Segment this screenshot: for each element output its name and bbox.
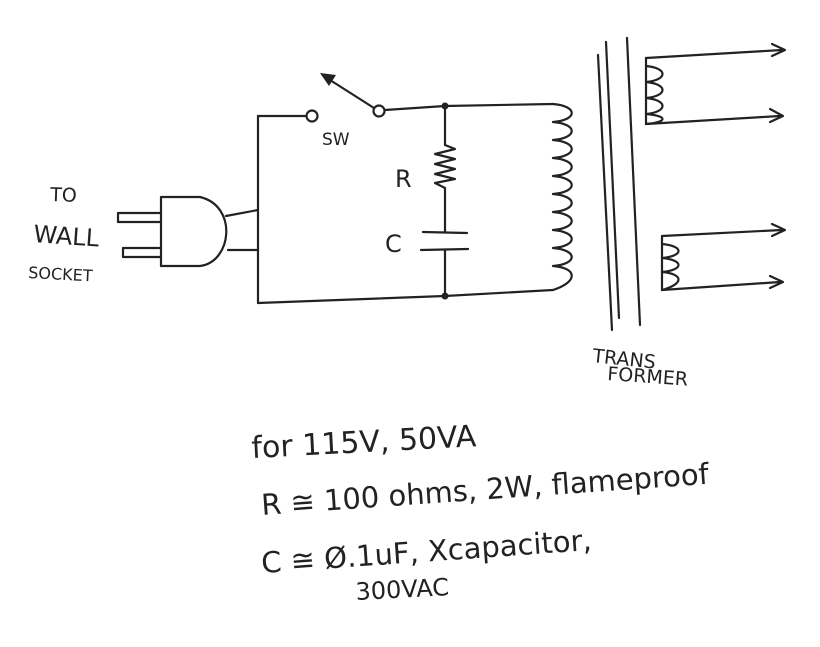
plug-label-line-2: WALL	[33, 220, 101, 253]
transformer-label-line-2: FORMER	[607, 363, 689, 391]
note-line-2: R ≅ 100 ohms, 2W, flameproof	[260, 457, 711, 522]
note-line-1: for 115V, 50VA	[251, 419, 478, 466]
resistor-label: R	[395, 165, 412, 193]
note-line-4: 300VAC	[355, 573, 450, 606]
switch-symbol	[305, 73, 386, 123]
junction-dots	[441, 102, 449, 300]
capacitor-label: C	[385, 230, 402, 258]
resistor-symbol	[433, 143, 457, 190]
capacitor-symbol	[419, 230, 470, 252]
switch-label: SW	[322, 130, 350, 150]
transformer-secondary-coil-top	[644, 42, 787, 126]
plug-label-line-3: SOCKET	[28, 263, 93, 285]
note-line-3: C ≅ Ø.1uF, Xcapacitor,	[260, 523, 593, 580]
plug-label-line-1: TO	[49, 184, 77, 207]
transformer-core	[596, 36, 642, 332]
wall-plug	[116, 195, 260, 268]
transformer-primary-coil	[551, 102, 573, 292]
transformer-secondary-coil-bottom	[660, 222, 787, 292]
circuit-wires	[256, 102, 555, 305]
